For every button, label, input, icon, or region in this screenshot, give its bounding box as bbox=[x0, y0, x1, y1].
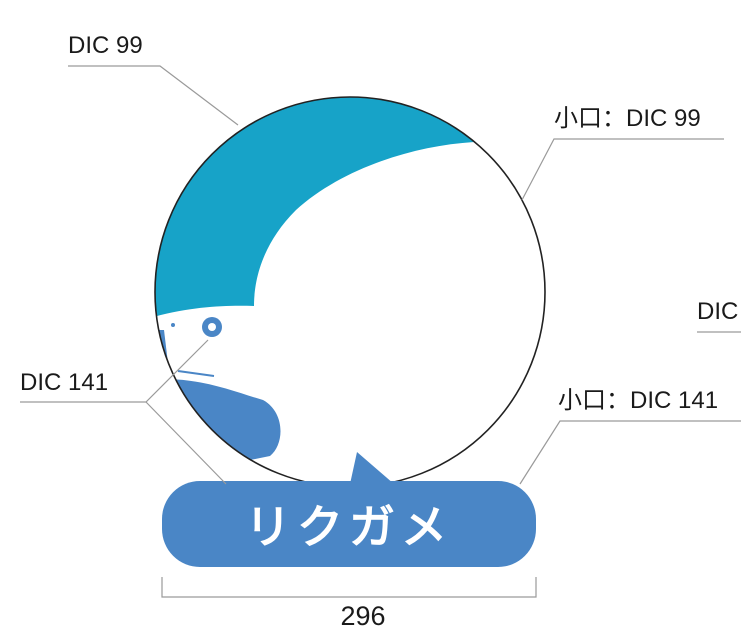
dimension-width-label: 296 bbox=[340, 601, 386, 631]
label-edge-color-blue: 小口：DIC 141 bbox=[558, 387, 719, 414]
leader-lines bbox=[20, 65, 741, 485]
badge-title: リクガメ bbox=[245, 500, 453, 554]
label-shell-color: DIC 99 bbox=[68, 32, 143, 59]
dimension-bracket bbox=[161, 577, 537, 598]
title-badge bbox=[162, 481, 536, 567]
label-edge-color-teal: 小口：DIC 99 bbox=[554, 105, 701, 132]
badge-tail bbox=[350, 452, 394, 484]
label-body-color: DIC 141 bbox=[20, 369, 109, 396]
label-partial-right: DIC bbox=[697, 298, 739, 325]
